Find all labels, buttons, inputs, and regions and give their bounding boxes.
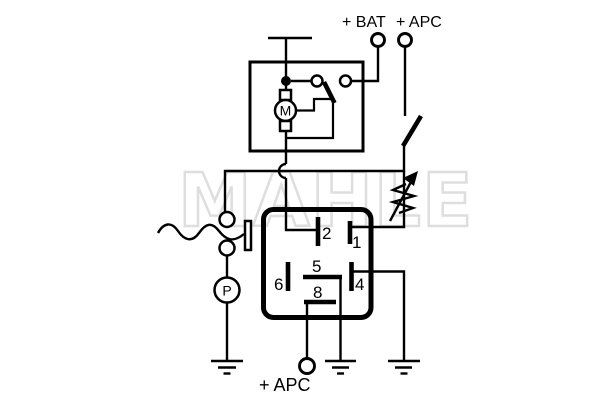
motor-symbol: M — [273, 62, 298, 133]
top-terminal-symbol — [268, 36, 312, 62]
pin6-label: 6 — [274, 275, 283, 294]
resistor-zigzag — [388, 182, 419, 215]
relay-pin-4: 4 — [349, 262, 364, 294]
pin4-label: 4 — [355, 275, 364, 294]
relay-pin-5: 5 — [303, 257, 342, 280]
apc-bottom-terminal: + APC — [259, 357, 316, 395]
ignition-switch-blade — [401, 114, 423, 148]
motor-letter: M — [280, 103, 292, 119]
bat-terminal-circle — [370, 32, 386, 48]
wire-down-to-pin2 — [284, 178, 316, 232]
bat-terminal: + BAT — [342, 14, 386, 83]
park-contact-2 — [338, 74, 353, 88]
resistor-arrow-shaft — [388, 179, 414, 222]
ground-symbol-right — [388, 359, 420, 375]
pin2-label: 2 — [322, 224, 331, 243]
relay-connector-box — [261, 207, 374, 320]
apc-top-terminal: + APC — [396, 14, 442, 116]
motor-assembly-box — [248, 60, 365, 153]
motor-brush-bottom — [278, 119, 293, 133]
pin8-label: 8 — [313, 283, 322, 302]
apc-terminal-label: + APC — [396, 14, 442, 31]
relay-pin-8: 8 — [304, 283, 336, 305]
wire-contact2-to-bat — [351, 46, 380, 83]
apc-bottom-circle — [298, 357, 316, 375]
sender-contact-top — [218, 210, 236, 229]
relay-pin-6: 6 — [274, 262, 291, 294]
ignition-switch-symbol — [401, 114, 423, 172]
relay-pin-1: 1 — [347, 221, 361, 252]
wire-switch-to-sender — [223, 169, 404, 212]
resistor-arrow-head — [403, 171, 418, 186]
wire-blade-return — [286, 99, 335, 140]
pump-letter: P — [222, 283, 231, 299]
apc-terminal-circle — [397, 32, 413, 48]
pin5-label: 5 — [312, 257, 321, 276]
pump-symbol: P — [211, 255, 243, 375]
contact-plate — [243, 219, 253, 252]
wire-resistor-to-pin1 — [350, 171, 406, 229]
ground-symbol-middle — [325, 359, 356, 375]
wire-pin4-to-ground — [351, 270, 406, 361]
wire-motor-to-blade — [296, 97, 333, 112]
pin1-label: 1 — [352, 233, 361, 252]
float-wave-line — [156, 223, 245, 241]
level-switch-symbol — [156, 210, 253, 257]
ground-symbol-left — [211, 359, 243, 375]
sender-contact-bottom — [218, 239, 236, 257]
motor-brush-top — [278, 88, 293, 102]
park-contact-1 — [310, 74, 324, 88]
variable-resistor-symbol — [350, 171, 419, 229]
junction-dot — [281, 76, 291, 86]
relay-pin-2: 2 — [315, 217, 331, 246]
bat-terminal-label: + BAT — [342, 14, 386, 31]
apc-bottom-label: + APC — [259, 375, 311, 395]
